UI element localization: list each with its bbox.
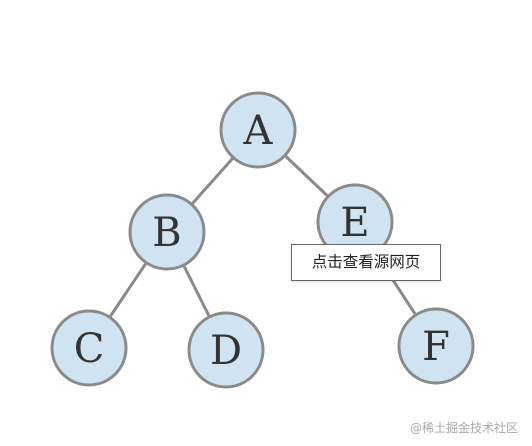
node-label-f: F bbox=[422, 324, 450, 370]
node-circle-a bbox=[219, 91, 297, 169]
tree-node-c: C bbox=[50, 309, 128, 387]
tree-node-a: A bbox=[219, 91, 297, 169]
node-label-e: E bbox=[340, 200, 369, 246]
node-label-b: B bbox=[152, 210, 181, 256]
node-label-a: A bbox=[243, 108, 274, 154]
tree-node-b: B bbox=[128, 193, 206, 271]
tree-node-f: F bbox=[397, 307, 475, 385]
node-label-d: D bbox=[210, 328, 242, 374]
node-circle-d bbox=[187, 311, 265, 389]
node-circle-c bbox=[50, 309, 128, 387]
view-source-tooltip[interactable]: 点击查看源网页 bbox=[291, 244, 441, 281]
tree-nodes: A B E C D F bbox=[50, 91, 475, 389]
watermark-text: @稀土掘金技术社区 bbox=[409, 421, 518, 435]
node-label-c: C bbox=[74, 326, 105, 372]
tree-node-d: D bbox=[187, 311, 265, 389]
node-circle-b bbox=[128, 193, 206, 271]
node-circle-f bbox=[397, 307, 475, 385]
